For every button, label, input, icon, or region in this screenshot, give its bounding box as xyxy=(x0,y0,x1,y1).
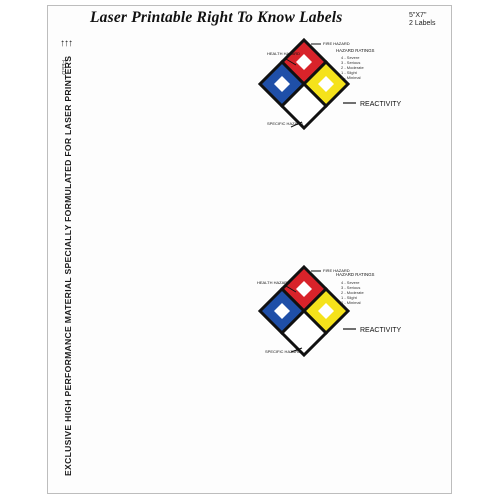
rating-2: 2 - Moderate xyxy=(341,290,364,295)
rating-0: 0 - Minimal xyxy=(341,75,361,80)
rating-0: 0 - Minimal xyxy=(341,300,361,305)
fire-hazard-label: FIRE HAZARD xyxy=(323,41,350,46)
nfpa-label-1: HEALTH HAZARD FIRE HAZARD REACTIVITY SPE… xyxy=(257,37,402,131)
specific-hazard-label: SPECIFIC HAZARD xyxy=(267,121,303,126)
rating-4: 4 - Severe xyxy=(341,280,360,285)
label-size: 5"X7" xyxy=(409,12,427,19)
reactivity-label: REACTIVITY xyxy=(360,101,402,108)
rating-1: 1 - Slight xyxy=(341,295,358,300)
feed-arrows-icon: ↑↑↑ xyxy=(60,38,73,49)
rating-4: 4 - Severe xyxy=(341,55,360,60)
reactivity-center xyxy=(318,76,334,92)
nfpa-diamond-1 xyxy=(257,37,351,131)
sheet-border xyxy=(47,5,452,494)
size-note: 5"X7" 2 Labels xyxy=(409,12,449,28)
health-center xyxy=(274,303,290,319)
specific-diamond xyxy=(279,81,329,131)
reactivity-label: REACTIVITY xyxy=(360,327,402,334)
hazard-ratings-title: HAZARD RATINGS xyxy=(336,272,375,277)
sheet-title: Laser Printable Right To Know Labels xyxy=(90,9,343,26)
nfpa-diamond-2 xyxy=(257,264,351,358)
rating-3: 3 - Serious xyxy=(341,285,360,290)
nfpa-label-2: HEALTH HAZARD FIRE HAZARD REACTIVITY SPE… xyxy=(257,264,402,358)
hazard-ratings-title: HAZARD RATINGS xyxy=(336,48,375,53)
rating-3: 3 - Serious xyxy=(341,60,360,65)
rating-2: 2 - Moderate xyxy=(341,65,364,70)
health-center xyxy=(274,76,290,92)
label-count: 2 Labels xyxy=(409,20,436,27)
reactivity-center xyxy=(318,303,334,319)
fire-center xyxy=(296,281,312,297)
rating-1: 1 - Slight xyxy=(341,70,358,75)
specific-hazard-label: SPECIFIC HAZARD xyxy=(265,349,301,354)
fire-center xyxy=(296,54,312,70)
specific-diamond xyxy=(279,308,329,358)
health-hazard-label: HEALTH HAZARD xyxy=(257,280,290,285)
health-hazard-label: HEALTH HAZARD xyxy=(267,51,300,56)
fire-hazard-label: FIRE HAZARD xyxy=(323,268,350,273)
